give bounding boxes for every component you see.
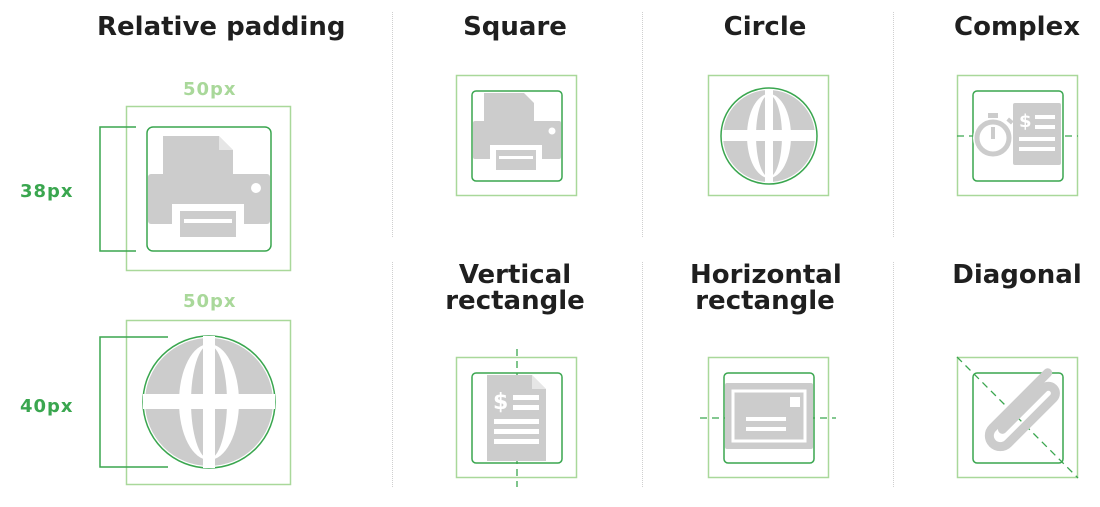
circle-diagram (707, 74, 830, 197)
relative-padding-title: Relative padding (97, 12, 346, 42)
bottom-inner-dimension-label: 40px (20, 396, 74, 417)
square-title: Square (463, 12, 567, 42)
inner-dimension-bracket (99, 126, 136, 252)
divider (642, 12, 643, 237)
outer-frame (125, 319, 292, 486)
circle-title: Circle (723, 12, 807, 42)
globe-icon (143, 336, 275, 468)
vertical-rectangle-title: Vertical rectangle (440, 262, 590, 314)
top-inner-dimension-label: 38px (20, 181, 74, 202)
inner-circle-frame (720, 87, 818, 185)
relative-padding-printer-diagram (99, 105, 292, 272)
horizontal-rectangle-diagram (700, 356, 836, 479)
complex-title: Complex (954, 12, 1080, 42)
printer-icon (473, 93, 561, 175)
inner-frame (471, 90, 563, 182)
divider (642, 262, 643, 487)
horizontal-rectangle-title-line-1: Horizontal (690, 260, 842, 290)
top-outer-dimension-label: 50px (183, 79, 237, 100)
vertical-rectangle-title-line-2: rectangle (445, 286, 585, 316)
outer-frame (707, 74, 830, 197)
printer-icon (148, 136, 270, 244)
inner-dimension-bracket (99, 336, 168, 468)
divider (893, 262, 894, 487)
bottom-outer-dimension-label: 50px (183, 291, 237, 312)
divider (893, 12, 894, 237)
vertical-rectangle-diagram: $ (455, 349, 578, 487)
svg-text:$: $ (493, 390, 508, 415)
diagonal-diagram (956, 356, 1079, 479)
horizontal-rectangle-title: Horizontal rectangle (690, 260, 842, 316)
outer-frame (125, 105, 292, 272)
invoice-icon: $ (487, 375, 546, 461)
vertical-rectangle-title-line-1: Vertical (458, 260, 572, 290)
complex-diagram: $ (956, 74, 1079, 197)
inner-frame (146, 126, 272, 252)
paperclip-icon (984, 368, 1060, 452)
divider (392, 262, 393, 487)
outer-frame (455, 74, 578, 197)
diagonal-title: Diagonal (952, 260, 1082, 290)
outer-frame (455, 356, 578, 479)
outer-frame (956, 356, 1079, 479)
inner-frame (972, 372, 1064, 464)
divider (392, 12, 393, 237)
outer-frame (707, 356, 830, 479)
horizontal-rectangle-title-line-2: rectangle (695, 286, 835, 316)
svg-text:$: $ (1019, 111, 1032, 132)
stopwatch-invoice-icon: $ (973, 103, 1061, 165)
globe-icon (723, 90, 815, 182)
relative-padding-globe-diagram (99, 319, 292, 486)
envelope-icon (725, 383, 813, 449)
square-diagram (455, 74, 578, 197)
